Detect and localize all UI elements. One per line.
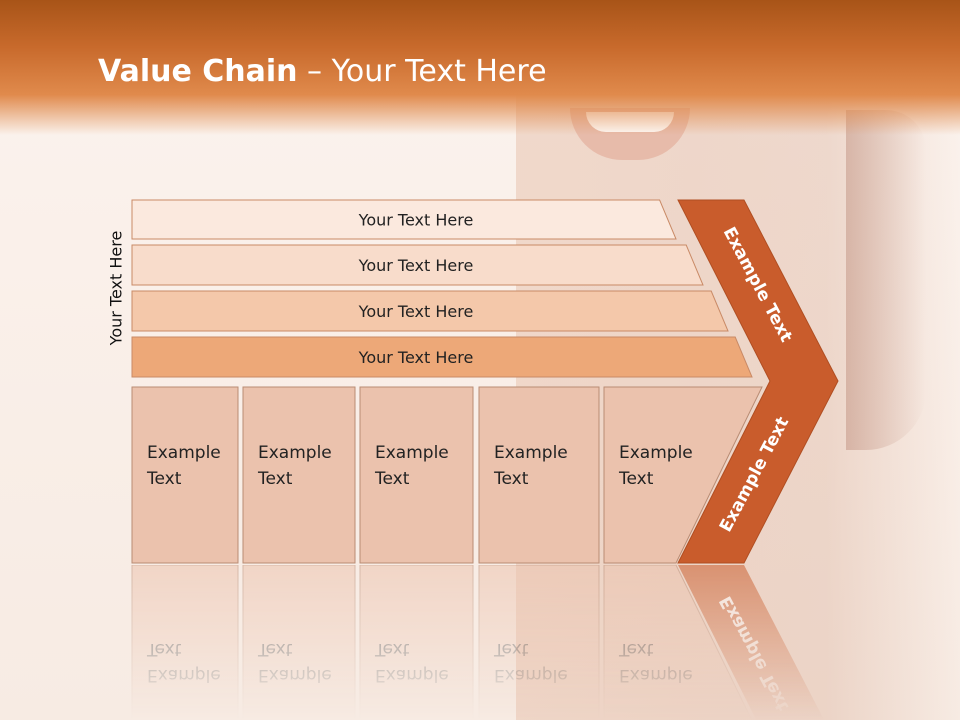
activity-column-line2-2: Text: [257, 469, 293, 489]
row-label-3: Your Text Here: [358, 302, 474, 321]
activity-column-line1-2: Example: [258, 443, 332, 463]
activity-column-3[interactable]: [359, 386, 474, 564]
activity-column-line1-3: Example: [375, 443, 449, 463]
chevron-shape[interactable]: [677, 199, 839, 564]
photo-hair: [846, 110, 926, 450]
row-label-2: Your Text Here: [358, 256, 474, 275]
activity-column-5[interactable]: [603, 386, 763, 564]
row-bar-4[interactable]: [131, 336, 753, 378]
slide-title-bold: Value Chain: [98, 54, 298, 89]
reflection-column-line2-5: Text: [618, 639, 654, 659]
activity-column-line2-5: Text: [618, 469, 654, 489]
activity-column-line1-1: Example: [147, 443, 221, 463]
row-label-4: Your Text Here: [358, 348, 474, 367]
reflection-chevron: [678, 565, 825, 720]
row-bar-3[interactable]: [131, 290, 729, 332]
activity-column-line2-3: Text: [374, 469, 410, 489]
reflection-column-3: [359, 564, 474, 720]
reflection-column-line1-5: Example: [619, 665, 693, 685]
reflection-column-line2-4: Text: [493, 639, 529, 659]
reflection-column-line2-3: Text: [374, 639, 410, 659]
row-label-1: Your Text Here: [358, 211, 474, 230]
reflection-column-line1-1: Example: [147, 665, 221, 685]
reflection-column-line1-2: Example: [258, 665, 332, 685]
reflection-column-5: [603, 564, 753, 720]
reflection-column-1: [131, 564, 239, 720]
activity-column-2[interactable]: [242, 386, 356, 564]
activity-column-4[interactable]: [478, 386, 600, 564]
activity-column-1[interactable]: [131, 386, 239, 564]
reflection-column-line1-3: Example: [375, 665, 449, 685]
row-bar-2[interactable]: [131, 244, 704, 286]
reflection-column-2: [242, 564, 356, 720]
reflection-column-4: [478, 564, 600, 720]
reflection-column-line2-1: Text: [146, 639, 182, 659]
reflection-column-line1-4: Example: [494, 665, 568, 685]
row-bar-1[interactable]: [131, 199, 677, 240]
activity-column-line1-4: Example: [494, 443, 568, 463]
activity-column-line2-1: Text: [146, 469, 182, 489]
header-band: [0, 0, 960, 135]
reflection-column-line2-2: Text: [257, 639, 293, 659]
slide-title-rest: – Your Text Here: [297, 54, 547, 89]
activity-column-line1-5: Example: [619, 443, 693, 463]
slide-title[interactable]: Value Chain – Your Text Here: [98, 54, 547, 89]
activity-column-line2-4: Text: [493, 469, 529, 489]
